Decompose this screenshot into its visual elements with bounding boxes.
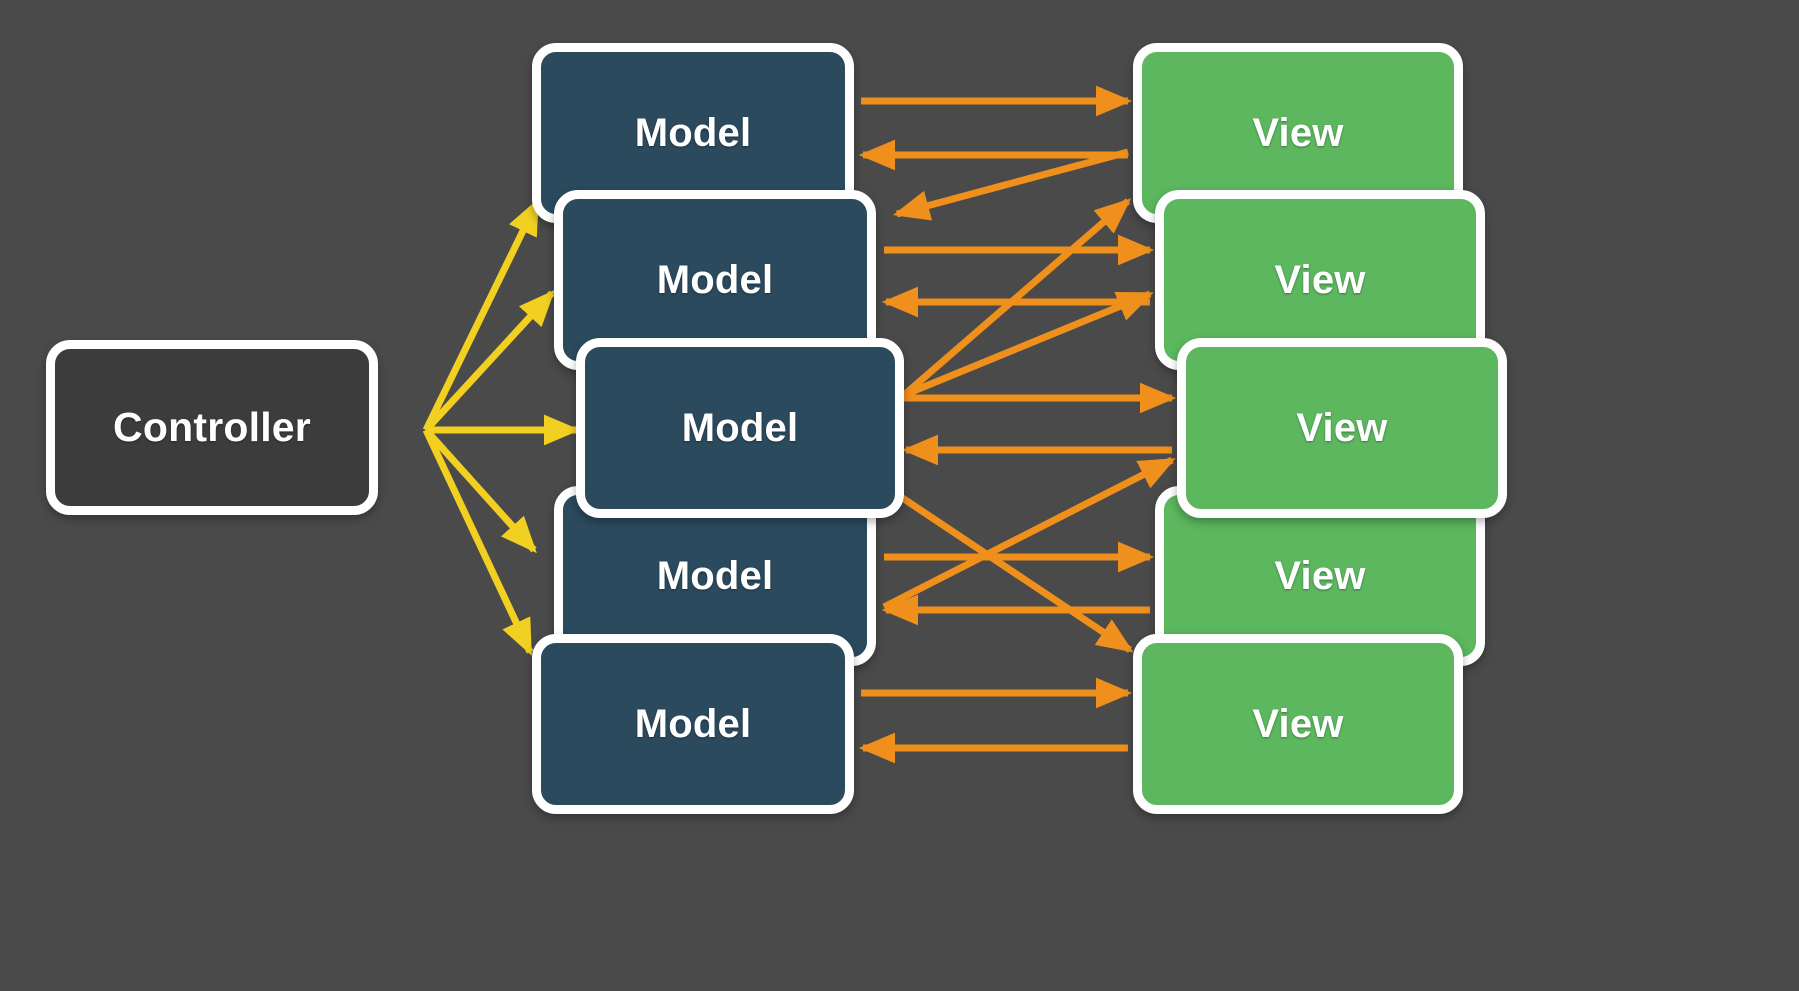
controller-to-model-5-arrow — [422, 428, 534, 656]
model-4-to-view-3-arrow — [882, 456, 1176, 611]
model-3-to-view-5-arrow — [896, 492, 1134, 653]
controller-node[interactable]: Controller — [46, 340, 378, 515]
controller-to-model-2-arrow — [423, 289, 555, 433]
controller-to-model-1-arrow — [422, 198, 541, 432]
model-label: Model — [656, 257, 774, 302]
view-node-5[interactable]: View — [1133, 634, 1463, 814]
view-label: View — [1252, 701, 1344, 746]
view-label: View — [1274, 257, 1366, 302]
model-label: Model — [634, 110, 752, 155]
controller-label: Controller — [113, 404, 311, 450]
view-label: View — [1274, 553, 1366, 598]
model-label: Model — [656, 553, 774, 598]
view-label: View — [1252, 110, 1344, 155]
model-3-to-view-1-arrow — [901, 198, 1132, 398]
controller-to-model-4-arrow — [423, 427, 537, 554]
view-node-3[interactable]: View — [1177, 338, 1507, 518]
model-label: Model — [681, 405, 799, 450]
model-view-arrow-group — [858, 85, 1177, 764]
model-3-to-view-2-arrow — [902, 290, 1154, 399]
view-label: View — [1296, 405, 1388, 450]
model-node-5[interactable]: Model — [532, 634, 854, 814]
view-1-to-model-2-arrow — [892, 148, 1129, 221]
model-label: Model — [634, 701, 752, 746]
model-node-3[interactable]: Model — [576, 338, 904, 518]
